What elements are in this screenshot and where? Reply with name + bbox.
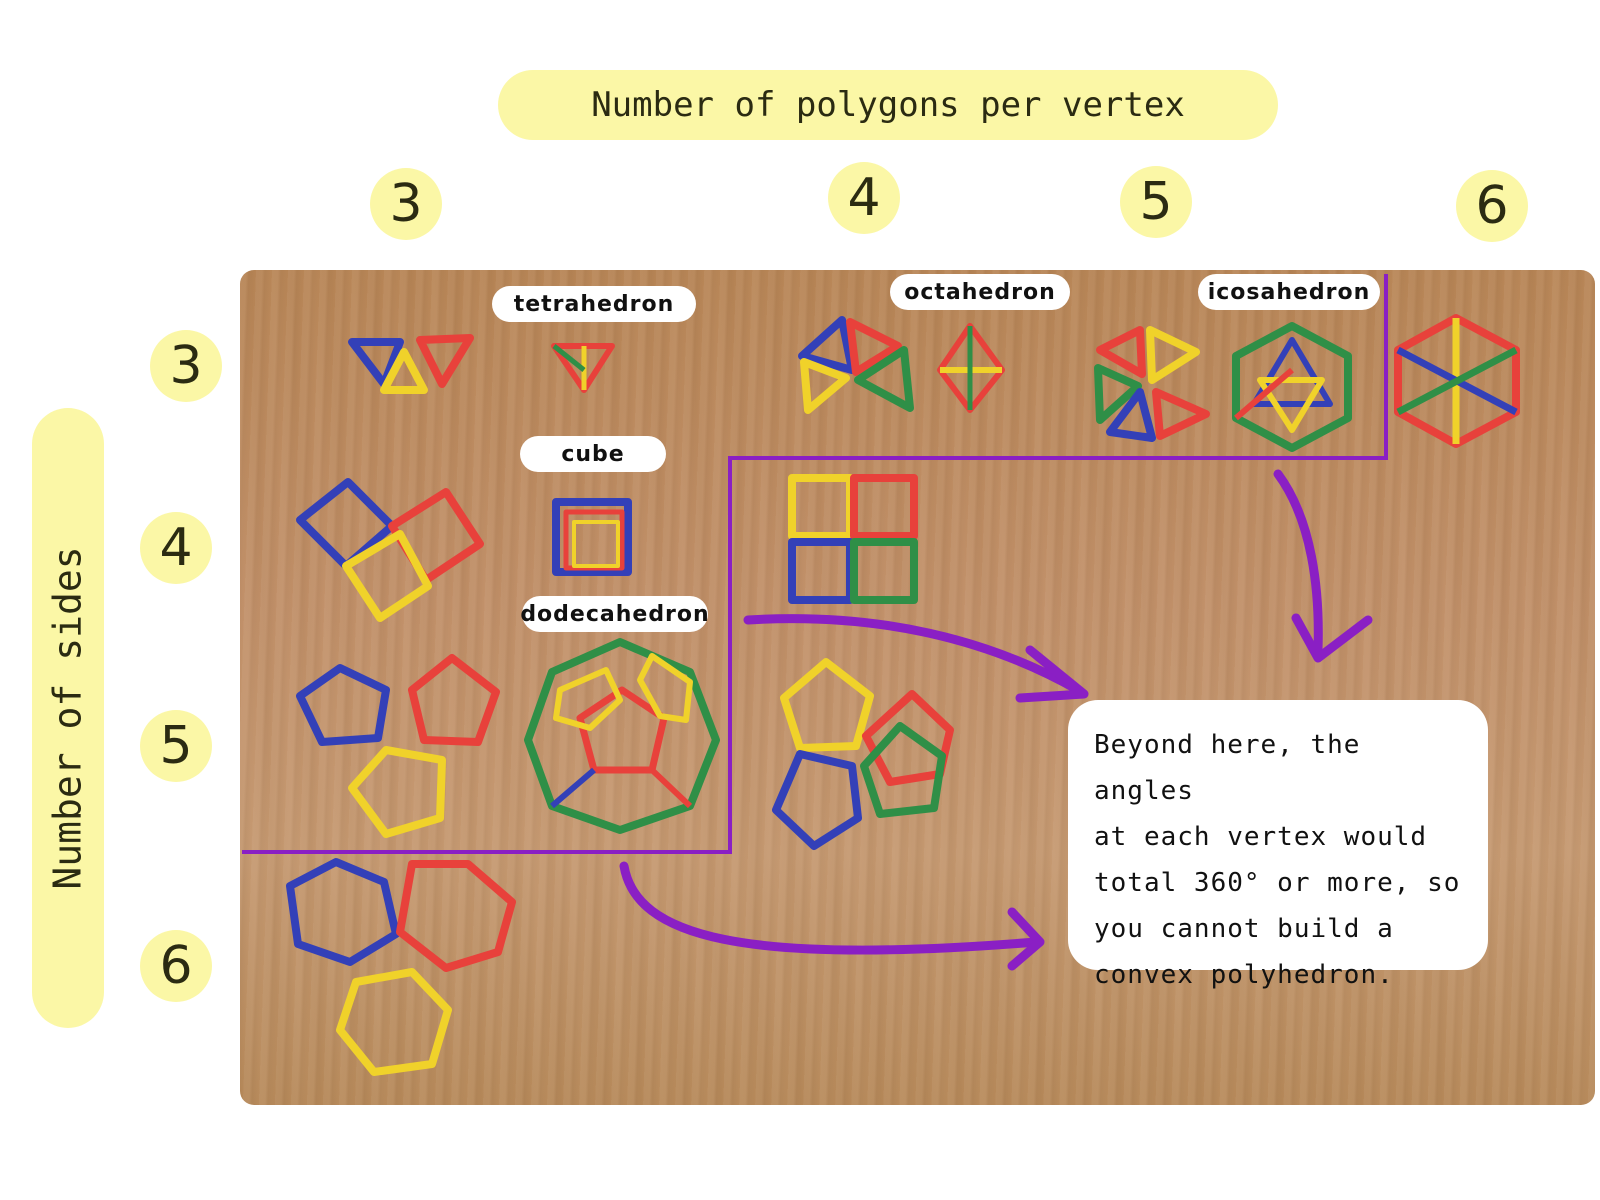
note-line: total 360° or more, so [1094, 868, 1461, 898]
triangle-edge [1396, 346, 1518, 416]
column-number-6: 6 [1456, 170, 1528, 242]
arrow-lower-icon [619, 861, 1041, 955]
triangle-piece [798, 316, 856, 374]
cube-model [552, 498, 632, 576]
triangle-piece [416, 334, 474, 388]
pentagon-piece [296, 664, 390, 746]
label-cube: cube [520, 436, 666, 472]
triangle-piece [348, 338, 404, 388]
pentagon-piece [860, 722, 946, 818]
header-title: Number of polygons per vertex [591, 85, 1185, 125]
column-number-4: 4 [828, 162, 900, 234]
header-title-pill: Number of polygons per vertex [498, 70, 1278, 140]
square-piece [788, 538, 854, 604]
icosahedron-edge [1234, 367, 1294, 421]
arrow-head [1007, 907, 1045, 971]
pentagon-piece [348, 746, 446, 838]
arrow-down-icon [1273, 469, 1323, 655]
pentagon-piece [772, 750, 862, 850]
triangle-piece [1096, 326, 1146, 378]
triangle-piece [846, 318, 902, 376]
dodecahedron-edge [550, 767, 596, 809]
dodecahedron-model [524, 638, 720, 834]
triangle-piece [1152, 388, 1210, 440]
tetrahedron-edge [552, 344, 586, 372]
triangle-piece [380, 348, 428, 394]
hexagon-piece [286, 858, 400, 966]
icosahedron-face [1251, 337, 1333, 407]
pentagon-piece [862, 690, 954, 786]
square-piece [850, 538, 918, 604]
triangle-piece [1094, 364, 1142, 424]
explanation-note: Beyond here, the angles at each vertex w… [1068, 700, 1488, 990]
label-tetrahedron: tetrahedron [492, 286, 696, 322]
boundary-line-upper [242, 274, 1388, 854]
note-line: convex polyhedron. [1094, 960, 1394, 990]
icosahedron-model [1232, 322, 1352, 452]
label-dodecahedron: dodecahedron [520, 596, 709, 632]
pentagon-piece [408, 654, 500, 746]
dodecahedron-face [637, 653, 693, 723]
arrow-head [1291, 613, 1373, 663]
pentagon-piece [780, 658, 874, 752]
note-line: you cannot build a [1094, 914, 1394, 944]
note-line: Beyond here, the angles [1094, 730, 1361, 806]
note-line: at each vertex would [1094, 822, 1428, 852]
dodecahedron-face [553, 667, 623, 731]
row-number-6: 6 [140, 930, 212, 1002]
triangle-piece [1146, 326, 1200, 384]
square-piece [342, 530, 432, 622]
triangle-piece [800, 358, 850, 414]
label-octahedron: octahedron [890, 274, 1070, 310]
triangle-piece [1106, 388, 1156, 442]
hexagon-piece [396, 860, 516, 972]
square-piece [296, 478, 396, 570]
row-number-3: 3 [150, 330, 222, 402]
arrow-head [1015, 645, 1089, 703]
row-number-5: 5 [140, 710, 212, 782]
column-number-5: 5 [1120, 166, 1192, 238]
side-title-pill: Number of sides [32, 408, 104, 1028]
hexagon-piece [336, 968, 452, 1076]
row-number-4: 4 [140, 512, 212, 584]
cube-face [572, 520, 620, 568]
icosahedron-face [1257, 377, 1325, 433]
square-piece [850, 474, 918, 540]
column-number-3: 3 [370, 168, 442, 240]
arrow-right-icon [743, 614, 1083, 695]
triangle-piece [854, 346, 914, 412]
dodecahedron-edge [649, 767, 693, 809]
square-piece [788, 474, 854, 540]
label-icosahedron: icosahedron [1198, 274, 1380, 310]
